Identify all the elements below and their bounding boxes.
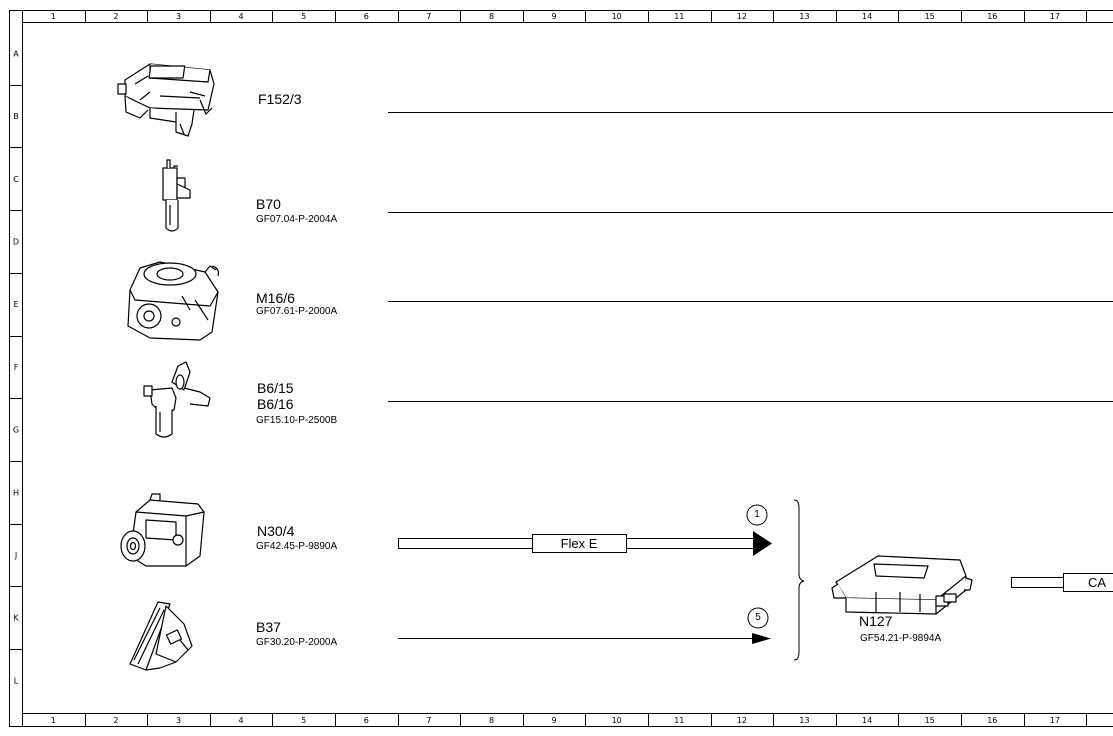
b70-label: B70 [256, 196, 281, 212]
input-brace [793, 499, 805, 661]
grid-column-label-bottom: 15 [925, 716, 935, 725]
grid-column-label-top: 9 [552, 12, 557, 21]
pedal-signal-arrow [398, 633, 771, 644]
grid-column-label-bottom: 13 [799, 716, 809, 725]
grid-column-label-bottom: 17 [1050, 716, 1060, 725]
relay-module-icon [117, 63, 215, 137]
grid-row-label: E [13, 300, 18, 309]
esp-control-unit-icon [120, 493, 205, 567]
crankshaft-sensor-icon [162, 159, 191, 232]
n30-4-label: N30/4 [257, 523, 295, 539]
grid-row-label: F [14, 363, 19, 372]
marker-1-text: 1 [754, 509, 760, 520]
grid-column-label-top: 6 [364, 12, 369, 21]
grid-row-label: A [13, 49, 19, 58]
grid-row-label: H [13, 488, 19, 497]
marker-circle-1 [746, 504, 768, 526]
grid-column-label-bottom: 14 [862, 716, 872, 725]
grid-column-label-bottom: 2 [113, 716, 118, 725]
grid-row-label: L [14, 676, 19, 685]
grid-column-label-bottom: 4 [239, 716, 244, 725]
m16-6-label: M16/6 [256, 290, 295, 306]
grid-row-label: K [13, 614, 19, 623]
flex-e-bus-arrow [398, 531, 772, 556]
grid-column-label-bottom: 3 [176, 716, 181, 725]
grid-row-label: J [14, 551, 17, 560]
grid-row-label: D [13, 237, 19, 246]
grid-column-label-top: 4 [239, 12, 244, 21]
marker-5-text: 5 [755, 612, 761, 623]
flex-e-label: Flex E [560, 536, 598, 551]
grid-column-label-bottom: 1 [51, 716, 56, 725]
grid-column-label-top: 8 [489, 12, 494, 21]
can-bus-stub [1011, 573, 1113, 592]
grid-column-label-top: 16 [987, 12, 997, 21]
n30-4-reference: GF42.45-P-9890A [256, 541, 338, 552]
can-label-box [1063, 573, 1113, 592]
grid-column-label-top: 10 [612, 12, 622, 21]
throttle-actuator-icon [127, 261, 219, 341]
m16-6-reference: GF07.61-P-2000A [256, 306, 338, 317]
grid-column-label-bottom: 16 [987, 716, 997, 725]
grid-column-label-top: 7 [426, 12, 431, 21]
grid-column-label-top: 13 [799, 12, 809, 21]
b37-reference: GF30.20-P-2000A [256, 637, 338, 648]
grid-column-label-top: 2 [113, 12, 118, 21]
grid-row-label: C [13, 175, 19, 184]
accelerator-pedal-sensor-icon [129, 601, 193, 671]
n127-reference: GF54.21-P-9894A [860, 633, 942, 644]
b6-reference: GF15.10-P-2500B [256, 415, 338, 426]
b6-15-label: B6/15 [257, 380, 294, 396]
marker-circle-5 [747, 607, 769, 629]
b6-16-label: B6/16 [257, 396, 294, 412]
b37-label: B37 [256, 619, 281, 635]
grid-reference-marks: 1122334455667788991010111112121313141415… [10, 10, 1087, 726]
n127-label: N127 [859, 613, 893, 629]
grid-column-label-top: 15 [925, 12, 935, 21]
outer-frame [9, 10, 1113, 727]
can-label: CA [1088, 575, 1107, 590]
grid-column-label-top: 5 [301, 12, 306, 21]
f152-3-label: F152/3 [258, 91, 302, 107]
grid-column-label-bottom: 5 [301, 716, 306, 725]
grid-row-label: G [13, 426, 19, 435]
b70-reference: GF07.04-P-2004A [256, 214, 338, 225]
grid-column-label-bottom: 10 [612, 716, 622, 725]
grid-column-label-bottom: 7 [426, 716, 431, 725]
grid-column-label-top: 3 [176, 12, 181, 21]
grid-column-label-top: 14 [862, 12, 872, 21]
grid-row-label: B [13, 112, 19, 121]
camshaft-sensor-icon [143, 361, 211, 438]
grid-column-label-bottom: 6 [364, 716, 369, 725]
grid-column-label-top: 17 [1050, 12, 1060, 21]
control-unit-icon [831, 555, 973, 615]
grid-column-label-bottom: 8 [489, 716, 494, 725]
grid-column-label-top: 11 [674, 12, 684, 21]
flex-e-label-box [532, 534, 627, 553]
grid-column-label-top: 12 [737, 12, 747, 21]
grid-column-label-bottom: 12 [737, 716, 747, 725]
grid-column-label-top: 1 [51, 12, 56, 21]
grid-column-label-bottom: 11 [674, 716, 684, 725]
grid-column-label-bottom: 9 [552, 716, 557, 725]
